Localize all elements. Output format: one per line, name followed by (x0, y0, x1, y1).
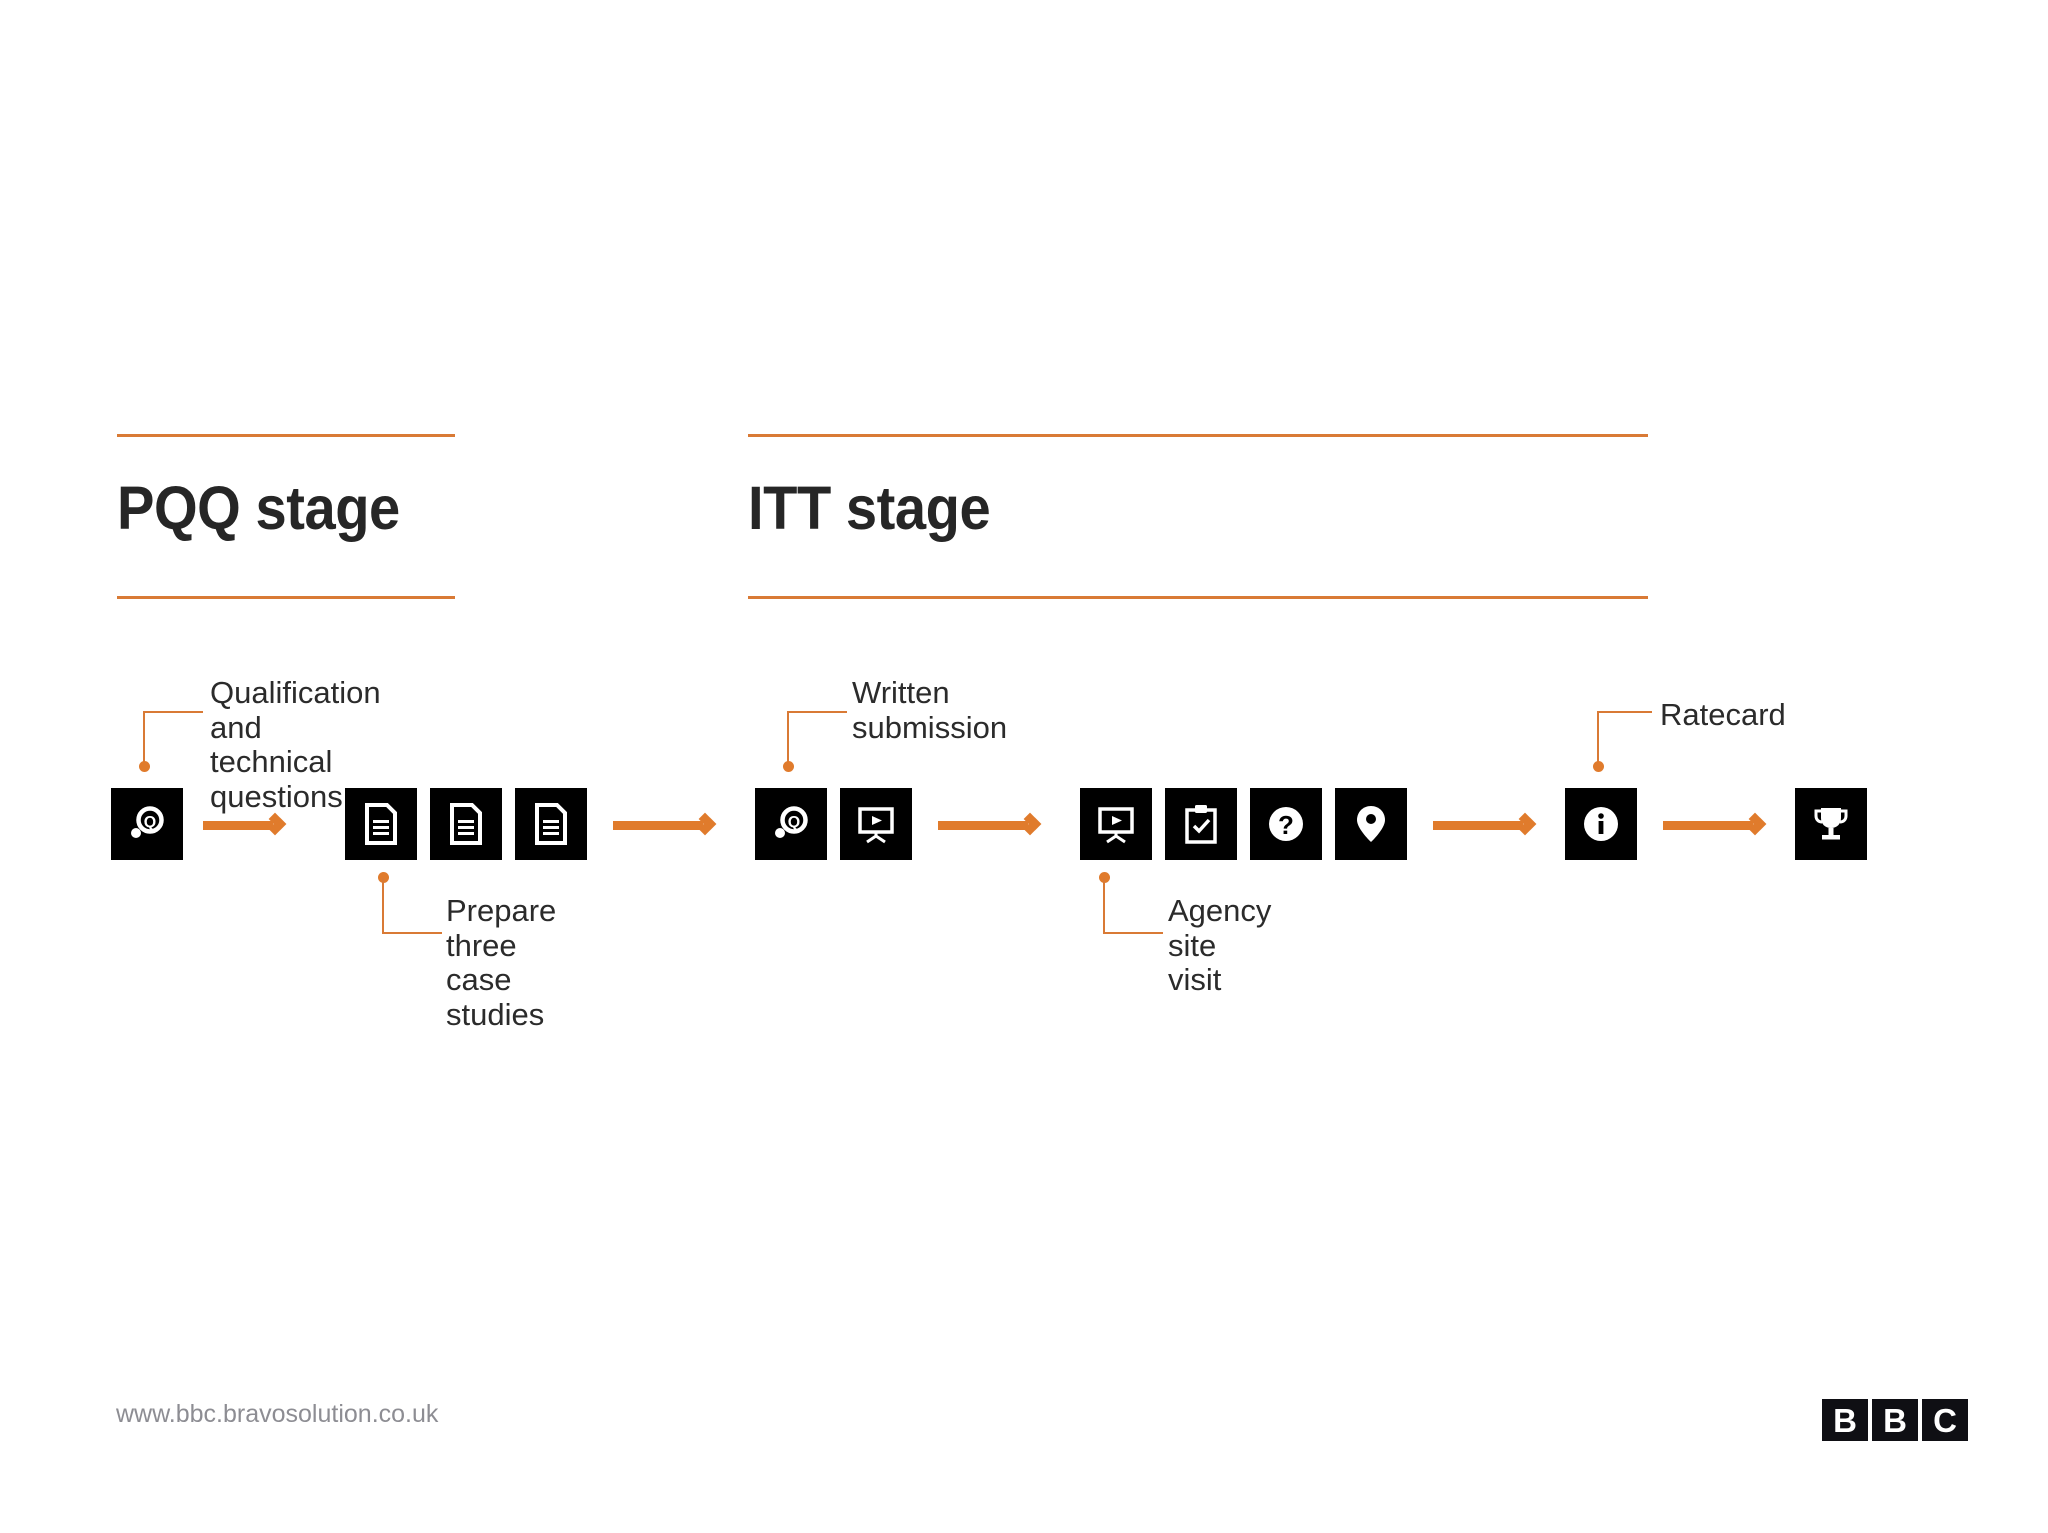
stage-rule-top (117, 434, 455, 437)
magnifier-q-icon: Q (775, 806, 808, 838)
callout-label-qualification: Qualification and technical questions (210, 675, 381, 815)
arrow-2 (613, 812, 717, 836)
icon-tile-presentation-2[interactable] (1080, 788, 1152, 860)
stage-title-itt: ITT stage (748, 474, 991, 542)
location-pin-icon (1357, 806, 1385, 842)
icon-tile-location-pin[interactable] (1335, 788, 1407, 860)
bbc-logo: B B C (1822, 1399, 1968, 1441)
leader-dot (1099, 872, 1110, 883)
icon-tile-magnifier-q-2[interactable]: Q (755, 788, 827, 860)
leader-horizontal (143, 711, 203, 713)
leader-vertical (1103, 878, 1105, 934)
stage-rule-top (748, 434, 1648, 437)
presentation-icon (1098, 807, 1134, 844)
icon-tile-document-2[interactable] (430, 788, 502, 860)
arrow-head (263, 812, 287, 836)
arrow-4 (1433, 812, 1537, 836)
icon-tile-magnifier-q[interactable]: Q (111, 788, 183, 860)
question-mark-icon: ? (1269, 807, 1303, 841)
stage-rule-bottom (748, 596, 1648, 599)
leader-vertical (787, 711, 789, 767)
bbc-logo-letter-2: B (1872, 1399, 1918, 1441)
arrow-head (1018, 812, 1042, 836)
callout-label-case-studies: Prepare three case studies (446, 893, 557, 1033)
bbc-logo-letter-3: C (1922, 1399, 1968, 1441)
arrow-shaft (1433, 821, 1523, 830)
stage-rule-bottom (117, 596, 455, 599)
svg-text:Q: Q (144, 814, 156, 831)
callout-label-written-submission: Written submission (852, 675, 1008, 745)
arrow-shaft (938, 821, 1028, 830)
arrow-head (1513, 812, 1537, 836)
stage-title-pqq: PQQ stage (117, 474, 400, 542)
magnifier-q-icon: Q (131, 806, 164, 838)
bbc-logo-letter-1: B (1822, 1399, 1868, 1441)
arrow-head (693, 812, 717, 836)
icon-tile-trophy[interactable] (1795, 788, 1867, 860)
icon-tile-document-1[interactable] (345, 788, 417, 860)
leader-horizontal (787, 711, 847, 713)
leader-dot (783, 761, 794, 772)
leader-vertical (143, 711, 145, 767)
svg-text:Q: Q (788, 814, 800, 831)
arrow-shaft (203, 821, 273, 830)
clipboard-check-icon (1185, 805, 1217, 844)
icon-tile-presentation-1[interactable] (840, 788, 912, 860)
icon-tile-clipboard-check[interactable] (1165, 788, 1237, 860)
presentation-icon (858, 807, 894, 844)
arrow-shaft (613, 821, 703, 830)
leader-dot (139, 761, 150, 772)
leader-vertical (1597, 711, 1599, 767)
leader-dot (1593, 761, 1604, 772)
leader-vertical (382, 878, 384, 934)
trophy-icon (1814, 808, 1848, 840)
leader-horizontal (1103, 932, 1163, 934)
callout-label-ratecard: Ratecard (1660, 697, 1786, 732)
arrow-head (1743, 812, 1767, 836)
document-icon (450, 803, 482, 845)
document-icon (365, 803, 397, 845)
icon-tile-question-mark[interactable]: ? (1250, 788, 1322, 860)
footer-url: www.bbc.bravosolution.co.uk (116, 1400, 439, 1428)
icon-tile-info-circle[interactable] (1565, 788, 1637, 860)
arrow-shaft (1663, 821, 1753, 830)
document-icon (535, 803, 567, 845)
leader-horizontal (382, 932, 442, 934)
leader-horizontal (1597, 711, 1652, 713)
icon-tile-document-3[interactable] (515, 788, 587, 860)
arrow-1 (203, 812, 287, 836)
svg-text:?: ? (1278, 810, 1294, 840)
arrow-3 (938, 812, 1042, 836)
arrow-5 (1663, 812, 1767, 836)
info-circle-icon (1584, 807, 1618, 841)
callout-label-agency-site-visit: Agency site visit (1168, 893, 1272, 998)
leader-dot (378, 872, 389, 883)
